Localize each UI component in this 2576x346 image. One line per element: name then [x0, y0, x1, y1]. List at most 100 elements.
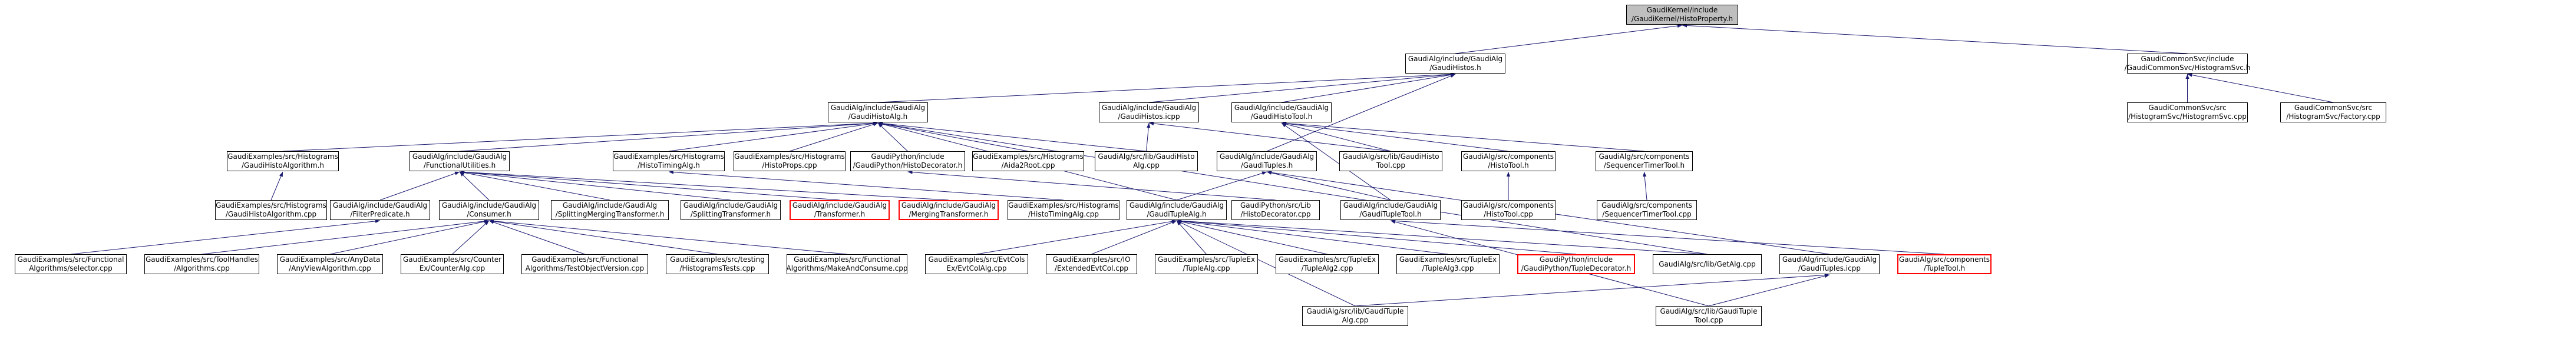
include-edge [1390, 219, 1945, 255]
node-label-line: GaudiExamples/src/EvtCols [928, 255, 1025, 264]
node-label-line: GaudiExamples/src/Histograms [227, 152, 338, 161]
node-label-line: GaudiExamples/src/AnyData [279, 255, 381, 264]
include-edge [1455, 24, 1683, 54]
node-label-line: GaudiAlg/src/components [1898, 255, 1990, 264]
graph-node-gaudituplealg_h[interactable]: GaudiAlg/include/GaudiAlg/GaudiTupleAlg.… [1127, 200, 1227, 220]
graph-node-histotimingalg_h[interactable]: GaudiExamples/src/Histograms/HistoTiming… [613, 151, 725, 171]
graph-node-gauditupletool_h[interactable]: GaudiAlg/include/GaudiAlg/GaudiTupleTool… [1340, 200, 1441, 220]
node-label-line: GaudiAlg/include/GaudiAlg [412, 152, 507, 161]
graph-node-algorithms_cpp[interactable]: GaudiExamples/src/ToolHandles/Algorithms… [144, 254, 259, 274]
node-label-line: GaudiPython/include [871, 152, 944, 161]
graph-node-histodecorator_h[interactable]: GaudiPython/include/GaudiPython/HistoDec… [850, 151, 965, 171]
graph-node-filterpredicate_h[interactable]: GaudiAlg/include/GaudiAlg/FilterPredicat… [330, 200, 430, 220]
node-label-line: GaudiExamples/src/TupleEx [1278, 255, 1376, 264]
node-label-line: /HistoProps.cpp [762, 161, 817, 169]
graph-node-tuplealg_cpp[interactable]: GaudiExamples/src/TupleEx/TupleAlg.cpp [1155, 254, 1258, 274]
include-edge [459, 170, 840, 201]
node-label-line: GaudiAlg/include/GaudiAlg [683, 201, 778, 209]
node-label-line: /MergingTransformer.h [909, 210, 989, 218]
graph-node-histodecorator_cpp[interactable]: GaudiPython/src/Lib/HistoDecorator.cpp [1231, 200, 1320, 220]
include-edge [668, 170, 1064, 201]
graph-node-histotimingalg_cpp[interactable]: GaudiExamples/src/Histograms/HistoTiming… [1008, 200, 1119, 220]
node-label-line: /Aida2Root.cpp [1001, 161, 1055, 169]
graph-node-histoprops_cpp[interactable]: GaudiExamples/src/Histograms/HistoProps.… [734, 151, 846, 171]
node-label-line: Algorithms/TestObjectVersion.cpp [525, 264, 645, 272]
node-label-line: /SplittingMergingTransformer.h [555, 210, 665, 218]
graph-node-gaudihistoalgorithm_cpp[interactable]: GaudiExamples/src/Histograms/GaudiHistoA… [215, 200, 327, 220]
include-edge [459, 121, 879, 152]
graph-node-consumer_h[interactable]: GaudiAlg/include/GaudiAlg/Consumer.h [439, 200, 539, 220]
node-label-line: /SplittingTransformer.h [690, 210, 771, 218]
graph-node-tupletool_h[interactable]: GaudiAlg/src/components/TupleTool.h [1897, 254, 1992, 274]
node-label-line: GaudiExamples/src/Histograms [613, 152, 724, 161]
node-label-line: /GaudiTupleTool.h [1359, 210, 1422, 218]
graph-node-transformer_h[interactable]: GaudiAlg/include/GaudiAlg/Transformer.h [790, 200, 890, 220]
node-label-line: GaudiExamples/src/Counter [402, 255, 502, 264]
include-edge [1091, 220, 1177, 255]
node-label-line: GaudiPython/src/Lib [1240, 201, 1312, 209]
node-label-line: /HistogramsTests.cpp [679, 264, 755, 272]
graph-node-functionalutilities_h[interactable]: GaudiAlg/include/GaudiAlg/FunctionalUtil… [409, 151, 510, 171]
include-edge [1682, 24, 2188, 54]
node-label-line: GaudiAlg/src/components [1462, 152, 1554, 161]
graph-node-gaudituples_h[interactable]: GaudiAlg/include/GaudiAlg/GaudiTuples.h [1217, 151, 1317, 171]
include-edge [459, 171, 490, 201]
graph-node-histogramsvc_h[interactable]: GaudiCommonSvc/include/GaudiCommonSvc/Hi… [2125, 54, 2250, 74]
node-label-line: GaudiExamples/src/ToolHandles [145, 255, 258, 264]
node-label-line: GaudiAlg/include/GaudiAlg [1782, 255, 1877, 264]
graph-node-histoproperty_h[interactable]: GaudiKernel/include/GaudiKernel/HistoPro… [1626, 5, 1738, 25]
node-label-line: /GaudiTupleAlg.h [1147, 210, 1207, 218]
graph-node-gaudihistos_icpp[interactable]: GaudiAlg/include/GaudiAlg/GaudiHistos.ic… [1099, 102, 1199, 122]
graph-node-aida2root_cpp[interactable]: GaudiExamples/src/Histograms/Aida2Root.c… [972, 151, 1084, 171]
node-label-line: GaudiAlg/include/GaudiAlg [1234, 104, 1329, 112]
node-label-line: GaudiAlg/include/GaudiAlg [1343, 201, 1438, 209]
graph-node-gaudituples_icpp[interactable]: GaudiAlg/include/GaudiAlg/GaudiTuples.ic… [1779, 254, 1880, 274]
node-label-line: /GaudiHistoTool.h [1250, 112, 1313, 121]
include-edge [202, 219, 490, 255]
graph-node-tuplealg3_cpp[interactable]: GaudiExamples/src/TupleEx/TupleAlg3.cpp [1396, 254, 1500, 274]
graph-node-gaudihistoalg_h[interactable]: GaudiAlg/include/GaudiAlg/GaudiHistoAlg.… [828, 102, 928, 122]
include-edge [877, 122, 908, 152]
include-edge [789, 122, 879, 152]
graph-node-anyviewalgorithm_cpp[interactable]: GaudiExamples/src/AnyData/AnyViewAlgorit… [277, 254, 383, 274]
graph-node-gaudihistoalgorithm_h[interactable]: GaudiExamples/src/Histograms/GaudiHistoA… [227, 151, 339, 171]
node-label-line: /GaudiTuples.icpp [1798, 264, 1861, 272]
graph-node-mergingtransformer_h[interactable]: GaudiAlg/include/GaudiAlg/MergingTransfo… [899, 200, 999, 220]
graph-node-tuplealg2_cpp[interactable]: GaudiExamples/src/TupleEx/TupleAlg2.cpp [1276, 254, 1379, 274]
node-label-line: /FilterPredicate.h [350, 210, 410, 218]
node-label-line: GaudiCommonSvc/src [2148, 104, 2227, 112]
node-label-line: /GaudiHistos.h [1429, 64, 1481, 72]
graph-node-histotool_cpp[interactable]: GaudiAlg/src/components/HistoTool.cpp [1461, 200, 1555, 220]
node-label-line: Algorithms/MakeAndConsume.cpp [786, 264, 908, 272]
graph-node-splittingtransformer_h[interactable]: GaudiAlg/include/GaudiAlg/SplittingTrans… [681, 200, 781, 220]
node-label-line: GaudiKernel/include [1646, 6, 1718, 14]
node-label-line: GaudiExamples/src/Functional [531, 255, 638, 264]
graph-node-histotool_h[interactable]: GaudiAlg/src/components/HistoTool.h [1461, 151, 1555, 171]
graph-node-tupledecorator_h[interactable]: GaudiPython/include/GaudiPython/TupleDec… [1517, 254, 1635, 274]
graph-node-histogramsvc_cpp[interactable]: GaudiCommonSvc/src/HistogramSvc/Histogra… [2127, 102, 2248, 122]
graph-node-sequencertimertool_h[interactable]: GaudiAlg/src/components/SequencerTimerTo… [1596, 151, 1693, 171]
graph-node-gaudihistotool_h[interactable]: GaudiAlg/include/GaudiAlg/GaudiHistoTool… [1231, 102, 1332, 122]
graph-node-sequencertimertool_cpp[interactable]: GaudiAlg/src/components/SequencerTimerTo… [1597, 200, 1697, 220]
node-label-line: /TupleAlg.cpp [1183, 264, 1230, 272]
graph-node-factory_cpp[interactable]: GaudiCommonSvc/src/HistogramSvc/Factory.… [2280, 102, 2386, 122]
graph-node-getalg_cpp[interactable]: GaudiAlg/src/lib/GetAlg.cpp [1653, 254, 1762, 274]
graph-node-splittingmergingtransformer_h[interactable]: GaudiAlg/include/GaudiAlg/SplittingMergi… [551, 200, 669, 220]
include-edge [668, 121, 879, 152]
node-label-line: GaudiExamples/src/Histograms [973, 152, 1084, 161]
node-label-line: GaudiAlg/src/components [1462, 201, 1554, 209]
graph-node-histogramstests_cpp[interactable]: GaudiExamples/src/testing/HistogramsTest… [666, 254, 769, 274]
include-edge [877, 122, 1708, 255]
graph-node-extendedevtcol_cpp[interactable]: GaudiExamples/src/IO/ExtendedEvtCol.cpp [1046, 254, 1137, 274]
graph-node-gaudihistos_h[interactable]: GaudiAlg/include/GaudiAlg/GaudiHistos.h [1405, 54, 1505, 74]
include-edge [1176, 171, 1267, 201]
